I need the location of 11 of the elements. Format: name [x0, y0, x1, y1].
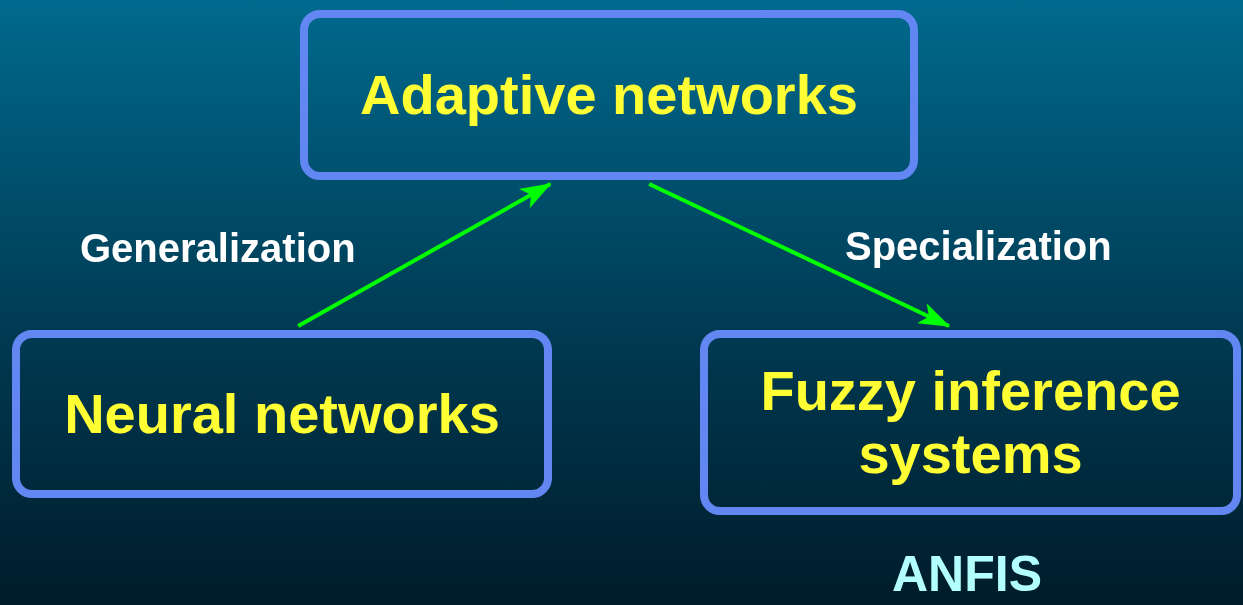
- node-text: Adaptive networks: [360, 63, 858, 127]
- caption-text: ANFIS: [892, 545, 1042, 603]
- node-text: Fuzzy inference systems: [759, 359, 1182, 486]
- edge-label: Generalization: [80, 226, 356, 271]
- node-text: Neural networks: [64, 382, 500, 446]
- process-box: [300, 10, 918, 180]
- arrow: [297, 182, 552, 328]
- process-box: [700, 330, 1241, 515]
- process-box: [12, 330, 552, 498]
- arrow: [648, 182, 951, 328]
- edge-label: Specialization: [845, 224, 1112, 269]
